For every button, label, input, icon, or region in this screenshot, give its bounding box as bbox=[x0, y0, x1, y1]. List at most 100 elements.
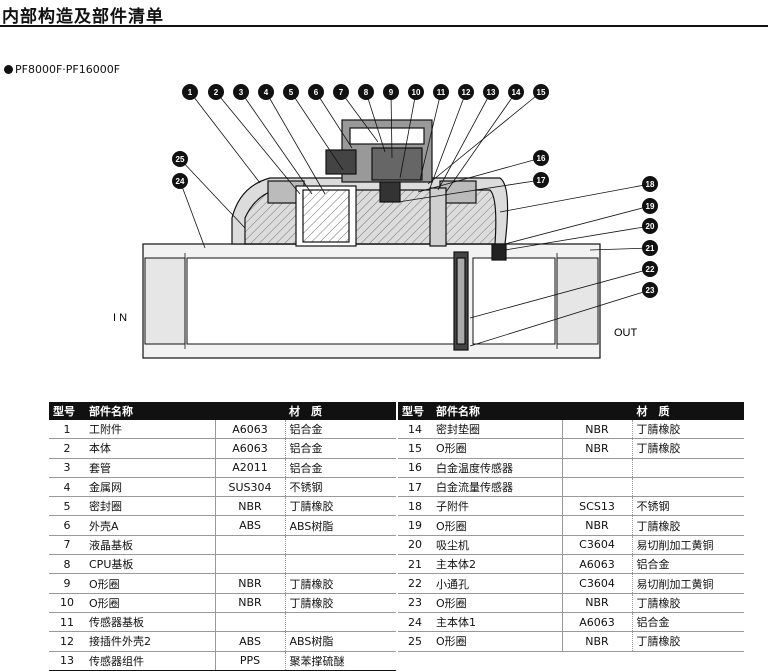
material-name: 丁腈橡胶 bbox=[631, 593, 744, 613]
svg-text:2: 2 bbox=[214, 88, 219, 97]
material-name: 铝合金 bbox=[284, 458, 396, 478]
material-name bbox=[631, 458, 744, 478]
header-name: 部件名称 bbox=[85, 402, 215, 420]
material-code bbox=[214, 535, 285, 556]
material-name bbox=[284, 535, 396, 556]
material-name: 丁腈橡胶 bbox=[631, 420, 744, 440]
part-name: 金属网 bbox=[85, 477, 215, 498]
svg-text:3: 3 bbox=[239, 88, 244, 97]
part-number: 15 bbox=[398, 438, 432, 459]
sensor-head bbox=[325, 119, 433, 203]
material-code: NBR bbox=[561, 593, 632, 613]
callout-3: 3 bbox=[233, 84, 249, 100]
callout-24: 24 bbox=[172, 173, 188, 189]
svg-text:8: 8 bbox=[364, 88, 369, 97]
thread-ends bbox=[184, 253, 558, 349]
callout-4: 4 bbox=[258, 84, 274, 100]
material-code: NBR bbox=[214, 593, 285, 613]
part-name: 白金流量传感器 bbox=[432, 477, 562, 498]
part-name: 传感器基板 bbox=[85, 612, 215, 633]
callout-16: 16 bbox=[533, 150, 549, 166]
material-name bbox=[284, 612, 396, 633]
material-code bbox=[214, 554, 285, 575]
material-code: A6063 bbox=[561, 612, 632, 633]
callout-6: 6 bbox=[308, 84, 324, 100]
callout-2: 2 bbox=[208, 84, 224, 100]
material-name: 丁腈橡胶 bbox=[631, 631, 744, 652]
svg-text:5: 5 bbox=[289, 88, 294, 97]
material-name: 丁腈橡胶 bbox=[284, 593, 396, 613]
page-title: 内部构造及部件清单 bbox=[2, 7, 164, 27]
material-name: 聚苯撑硫醚 bbox=[284, 651, 396, 671]
callout-11: 11 bbox=[433, 84, 449, 100]
material-name: 铝合金 bbox=[631, 554, 744, 575]
material-code: A2011 bbox=[214, 458, 285, 478]
part-name: 吸尘机 bbox=[432, 535, 562, 556]
part-name: CPU基板 bbox=[85, 554, 215, 575]
part-number: 5 bbox=[49, 496, 85, 517]
material-code: A6063 bbox=[214, 420, 285, 440]
material-name bbox=[284, 554, 396, 575]
part-name: 主本体2 bbox=[432, 554, 562, 575]
part-name: O形圈 bbox=[432, 515, 562, 536]
callout-23: 23 bbox=[642, 282, 658, 298]
svg-text:4: 4 bbox=[264, 88, 269, 97]
material-name: ABS树脂 bbox=[284, 515, 396, 536]
callout-13: 13 bbox=[483, 84, 499, 100]
header-no: 型号 bbox=[49, 402, 85, 420]
material-code: ABS bbox=[214, 515, 285, 536]
model-label: PF8000F·PF16000F bbox=[4, 63, 120, 76]
part-number: 25 bbox=[398, 631, 432, 652]
svg-text:21: 21 bbox=[646, 244, 655, 253]
material-code: C3604 bbox=[561, 573, 632, 594]
svg-text:16: 16 bbox=[537, 154, 546, 163]
material-name: 丁腈橡胶 bbox=[631, 515, 744, 536]
title-rule bbox=[0, 25, 768, 27]
callout-25: 25 bbox=[172, 151, 188, 167]
svg-text:15: 15 bbox=[537, 88, 546, 97]
leader-lines bbox=[179, 91, 651, 347]
material-code: NBR bbox=[561, 420, 632, 440]
cross-section-diagram: I N OUT 1 2 3 4 5 6 7 8 bbox=[113, 84, 658, 359]
material-name: 丁腈橡胶 bbox=[631, 438, 744, 459]
part-name: O形圈 bbox=[85, 573, 215, 594]
material-name: 铝合金 bbox=[631, 612, 744, 633]
bullet-dot-icon bbox=[4, 65, 13, 74]
svg-text:22: 22 bbox=[646, 265, 655, 274]
part-number: 13 bbox=[49, 651, 85, 671]
part-name: 白金温度传感器 bbox=[432, 458, 562, 478]
header-material: 材 质 bbox=[562, 402, 744, 420]
part-number: 8 bbox=[49, 554, 85, 575]
callout-22: 22 bbox=[642, 261, 658, 277]
material-name: 铝合金 bbox=[284, 438, 396, 459]
part-number: 14 bbox=[398, 420, 432, 440]
svg-text:25: 25 bbox=[176, 155, 185, 164]
inner-bore bbox=[144, 257, 599, 345]
part-name: 接插件外壳2 bbox=[85, 631, 215, 652]
callout-markers: 1 2 3 4 5 6 7 8 9 10 11 12 13 14 15 16 1… bbox=[172, 84, 658, 298]
svg-text:19: 19 bbox=[646, 202, 655, 211]
part-number: 22 bbox=[398, 573, 432, 594]
part-number: 7 bbox=[49, 535, 85, 556]
table-header-row: 型号 部件名称 材 质 bbox=[398, 402, 744, 420]
part-number: 1 bbox=[49, 420, 85, 440]
part-number: 21 bbox=[398, 554, 432, 575]
part-name: O形圈 bbox=[432, 438, 562, 459]
in-label: I N bbox=[113, 312, 127, 324]
material-code: PPS bbox=[214, 651, 285, 671]
part-name: 子附件 bbox=[432, 496, 562, 517]
material-code bbox=[214, 612, 285, 633]
